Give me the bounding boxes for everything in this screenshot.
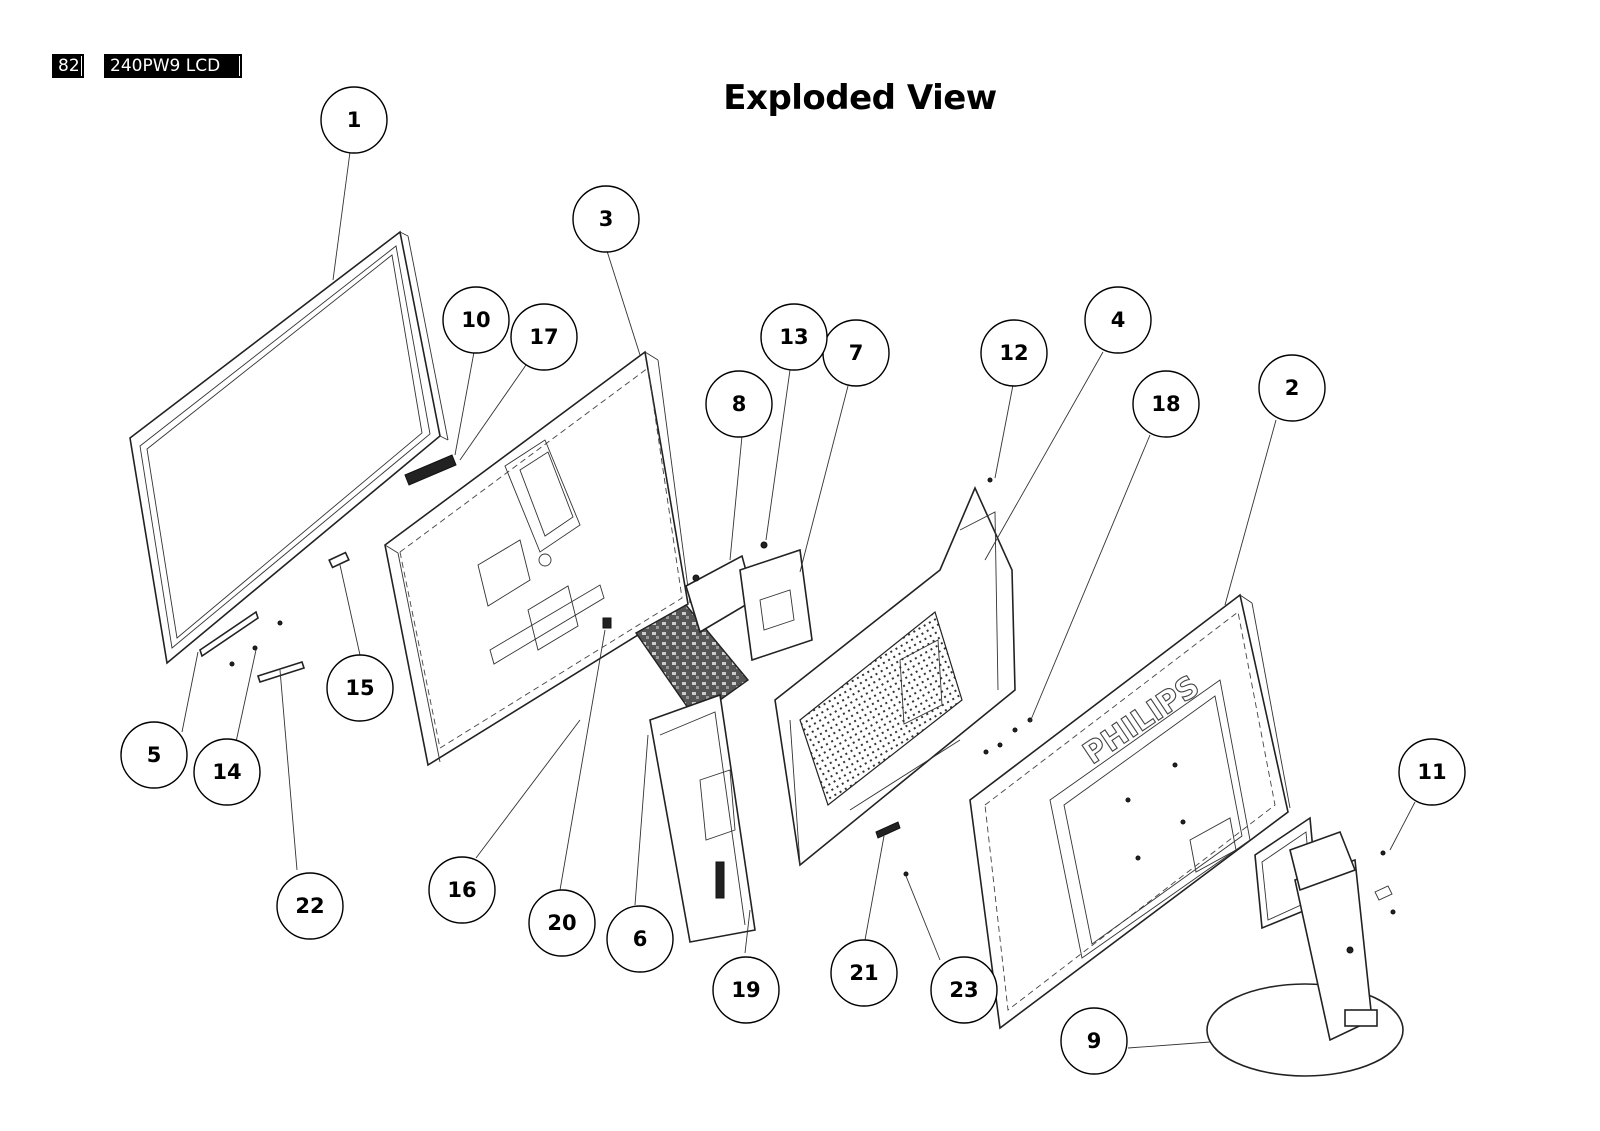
callout-15: 15 [326, 654, 394, 722]
callout-label: 2 [1285, 376, 1300, 400]
callout-3: 3 [572, 185, 640, 253]
model-label: 240PW9 LCD [104, 54, 242, 78]
callout-4: 4 [1084, 286, 1152, 354]
callout-label: 9 [1087, 1029, 1102, 1053]
rear-shield [774, 477, 1033, 877]
main-board [634, 604, 756, 943]
callout-label: 22 [295, 894, 324, 918]
callout-label: 18 [1151, 392, 1180, 416]
callout-label: 10 [461, 308, 490, 332]
callout-label: 14 [212, 760, 241, 784]
callout-19: 19 [712, 956, 780, 1024]
callout-1: 1 [320, 86, 388, 154]
lcd-panel [384, 350, 691, 767]
callout-16: 16 [428, 856, 496, 924]
callout-13: 13 [760, 303, 828, 371]
callout-label: 12 [999, 341, 1028, 365]
callout-label: 1 [347, 108, 362, 132]
callout-22: 22 [276, 872, 344, 940]
callout-2: 2 [1258, 354, 1326, 422]
callout-label: 19 [731, 978, 760, 1002]
callout-23: 23 [930, 956, 998, 1024]
callout-label: 7 [849, 341, 864, 365]
page-number: 82 [52, 54, 84, 78]
callout-8: 8 [705, 370, 773, 438]
callout-18: 18 [1132, 370, 1200, 438]
callout-21: 21 [830, 939, 898, 1007]
callout-12: 12 [980, 319, 1048, 387]
callout-label: 6 [633, 927, 648, 951]
callout-label: 15 [345, 676, 374, 700]
callout-10: 10 [442, 286, 510, 354]
callout-label: 4 [1111, 308, 1126, 332]
callout-label: 23 [949, 978, 978, 1002]
callout-17: 17 [510, 303, 578, 371]
front-bezel [129, 230, 457, 665]
callout-label: 13 [779, 325, 808, 349]
page-title: Exploded View [723, 78, 997, 118]
callout-label: 16 [447, 878, 476, 902]
back-cover: PHILIPS [969, 593, 1291, 1030]
callout-label: 21 [849, 961, 878, 985]
callout-11: 11 [1398, 738, 1466, 806]
callout-label: 8 [732, 392, 747, 416]
power-board [685, 541, 813, 662]
callout-5: 5 [120, 721, 188, 789]
callout-14: 14 [193, 738, 261, 806]
callout-20: 20 [528, 889, 596, 957]
leader-lines [181, 151, 1416, 1049]
callout-label: 17 [529, 325, 558, 349]
small-front-parts [199, 610, 306, 684]
callout-label: 11 [1417, 760, 1446, 784]
stand [1206, 816, 1404, 1077]
callout-label: 20 [547, 911, 576, 935]
callout-label: 5 [147, 743, 162, 767]
callout-7: 7 [822, 319, 890, 387]
callout-label: 3 [599, 207, 614, 231]
callout-6: 6 [606, 905, 674, 973]
callout-9: 9 [1060, 1007, 1128, 1075]
